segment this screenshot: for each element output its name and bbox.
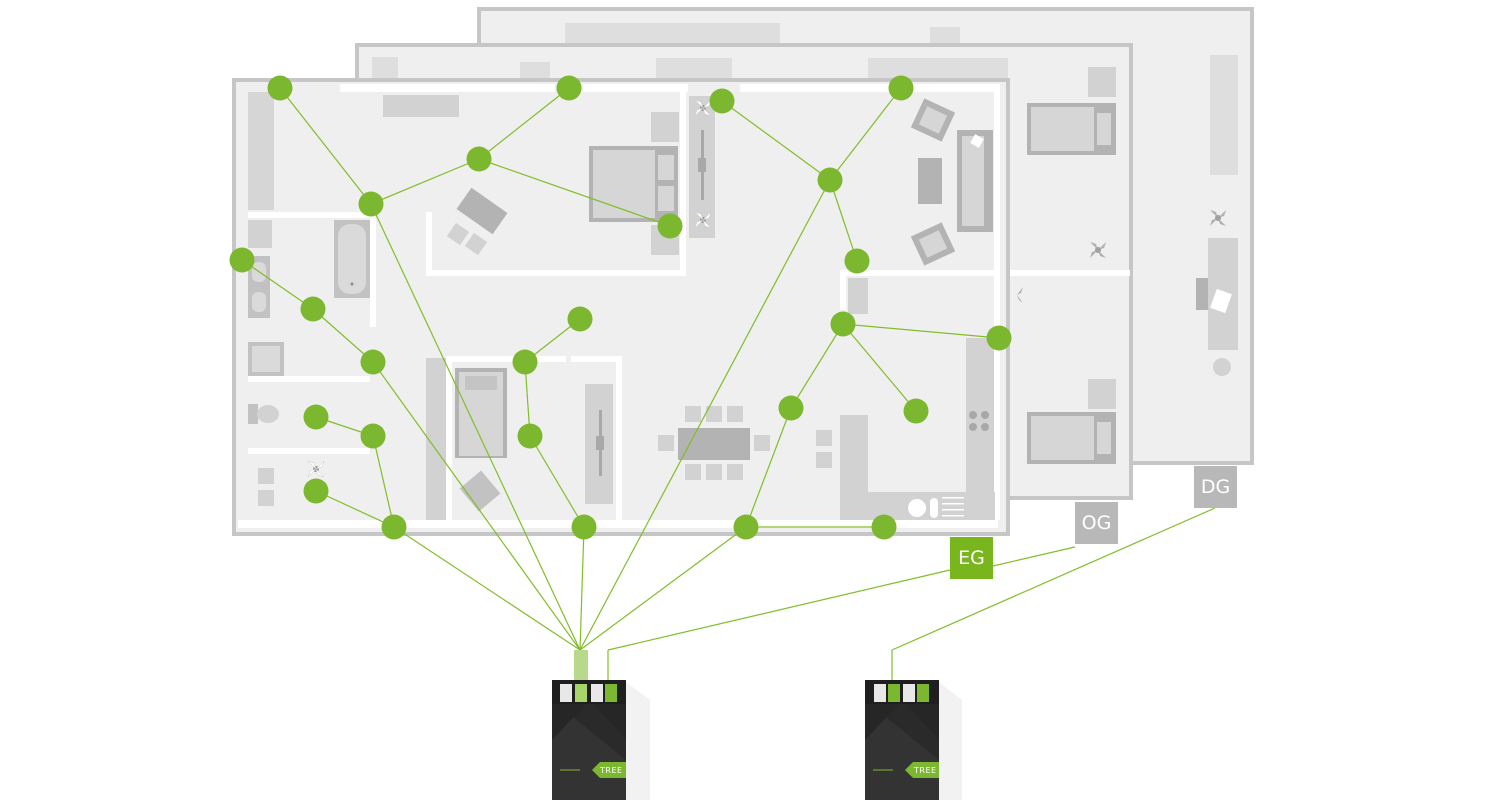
sensor-node bbox=[360, 423, 386, 449]
device-2-label: TREE bbox=[914, 766, 937, 775]
controller-device-1 bbox=[552, 680, 650, 800]
sensor-node bbox=[986, 325, 1012, 351]
sensor-node bbox=[657, 213, 683, 239]
sensor-node bbox=[888, 75, 914, 101]
sensor-node bbox=[303, 404, 329, 430]
floor-tag-og-label: OG bbox=[1081, 512, 1112, 534]
sensor-node bbox=[830, 311, 856, 337]
sensor-node bbox=[556, 75, 582, 101]
terminal-slot bbox=[560, 684, 572, 702]
sensor-node bbox=[358, 191, 384, 217]
cable-bundle bbox=[574, 650, 588, 682]
terminal-slot bbox=[917, 684, 929, 702]
sensor-node bbox=[733, 514, 759, 540]
controller-device-2 bbox=[865, 680, 962, 800]
network-lines bbox=[241, 87, 1216, 680]
fan-icon bbox=[1210, 210, 1226, 226]
sensor-node bbox=[267, 75, 293, 101]
sensor-node bbox=[466, 146, 492, 172]
sensor-node bbox=[709, 88, 735, 114]
fan-icon bbox=[694, 211, 712, 229]
sensor-node bbox=[567, 306, 593, 332]
floor-tag-og: OG bbox=[1075, 502, 1118, 544]
sensor-node bbox=[381, 514, 407, 540]
terminal-slot bbox=[605, 684, 617, 702]
sensor-node bbox=[229, 247, 255, 273]
sensor-node bbox=[903, 398, 929, 424]
terminal-slot bbox=[575, 684, 587, 702]
device-1-label: TREE bbox=[600, 766, 623, 775]
terminal-slot bbox=[591, 684, 603, 702]
terminal-slot bbox=[874, 684, 886, 702]
floorplan-eg bbox=[232, 78, 1010, 536]
sensor-nodes bbox=[229, 75, 1012, 540]
sensor-node bbox=[571, 514, 597, 540]
terminal-slot bbox=[903, 684, 915, 702]
fan-icon bbox=[1090, 242, 1106, 258]
fan-icon bbox=[307, 460, 325, 478]
sensor-node bbox=[512, 349, 538, 375]
sensor-node bbox=[517, 423, 543, 449]
sensor-node bbox=[360, 349, 386, 375]
sensor-node bbox=[844, 248, 870, 274]
sensor-node bbox=[871, 514, 897, 540]
floor-tag-dg: DG bbox=[1194, 466, 1237, 508]
floor-tag-eg: EG bbox=[950, 537, 993, 579]
sensor-node bbox=[300, 296, 326, 322]
terminal-slot bbox=[888, 684, 900, 702]
floor-tag-eg-label: EG bbox=[958, 547, 985, 569]
sensor-node bbox=[817, 167, 843, 193]
floor-tag-dg-label: DG bbox=[1200, 476, 1231, 498]
sensor-node bbox=[778, 395, 804, 421]
sensor-node bbox=[303, 478, 329, 504]
fan-icon bbox=[1017, 287, 1023, 303]
